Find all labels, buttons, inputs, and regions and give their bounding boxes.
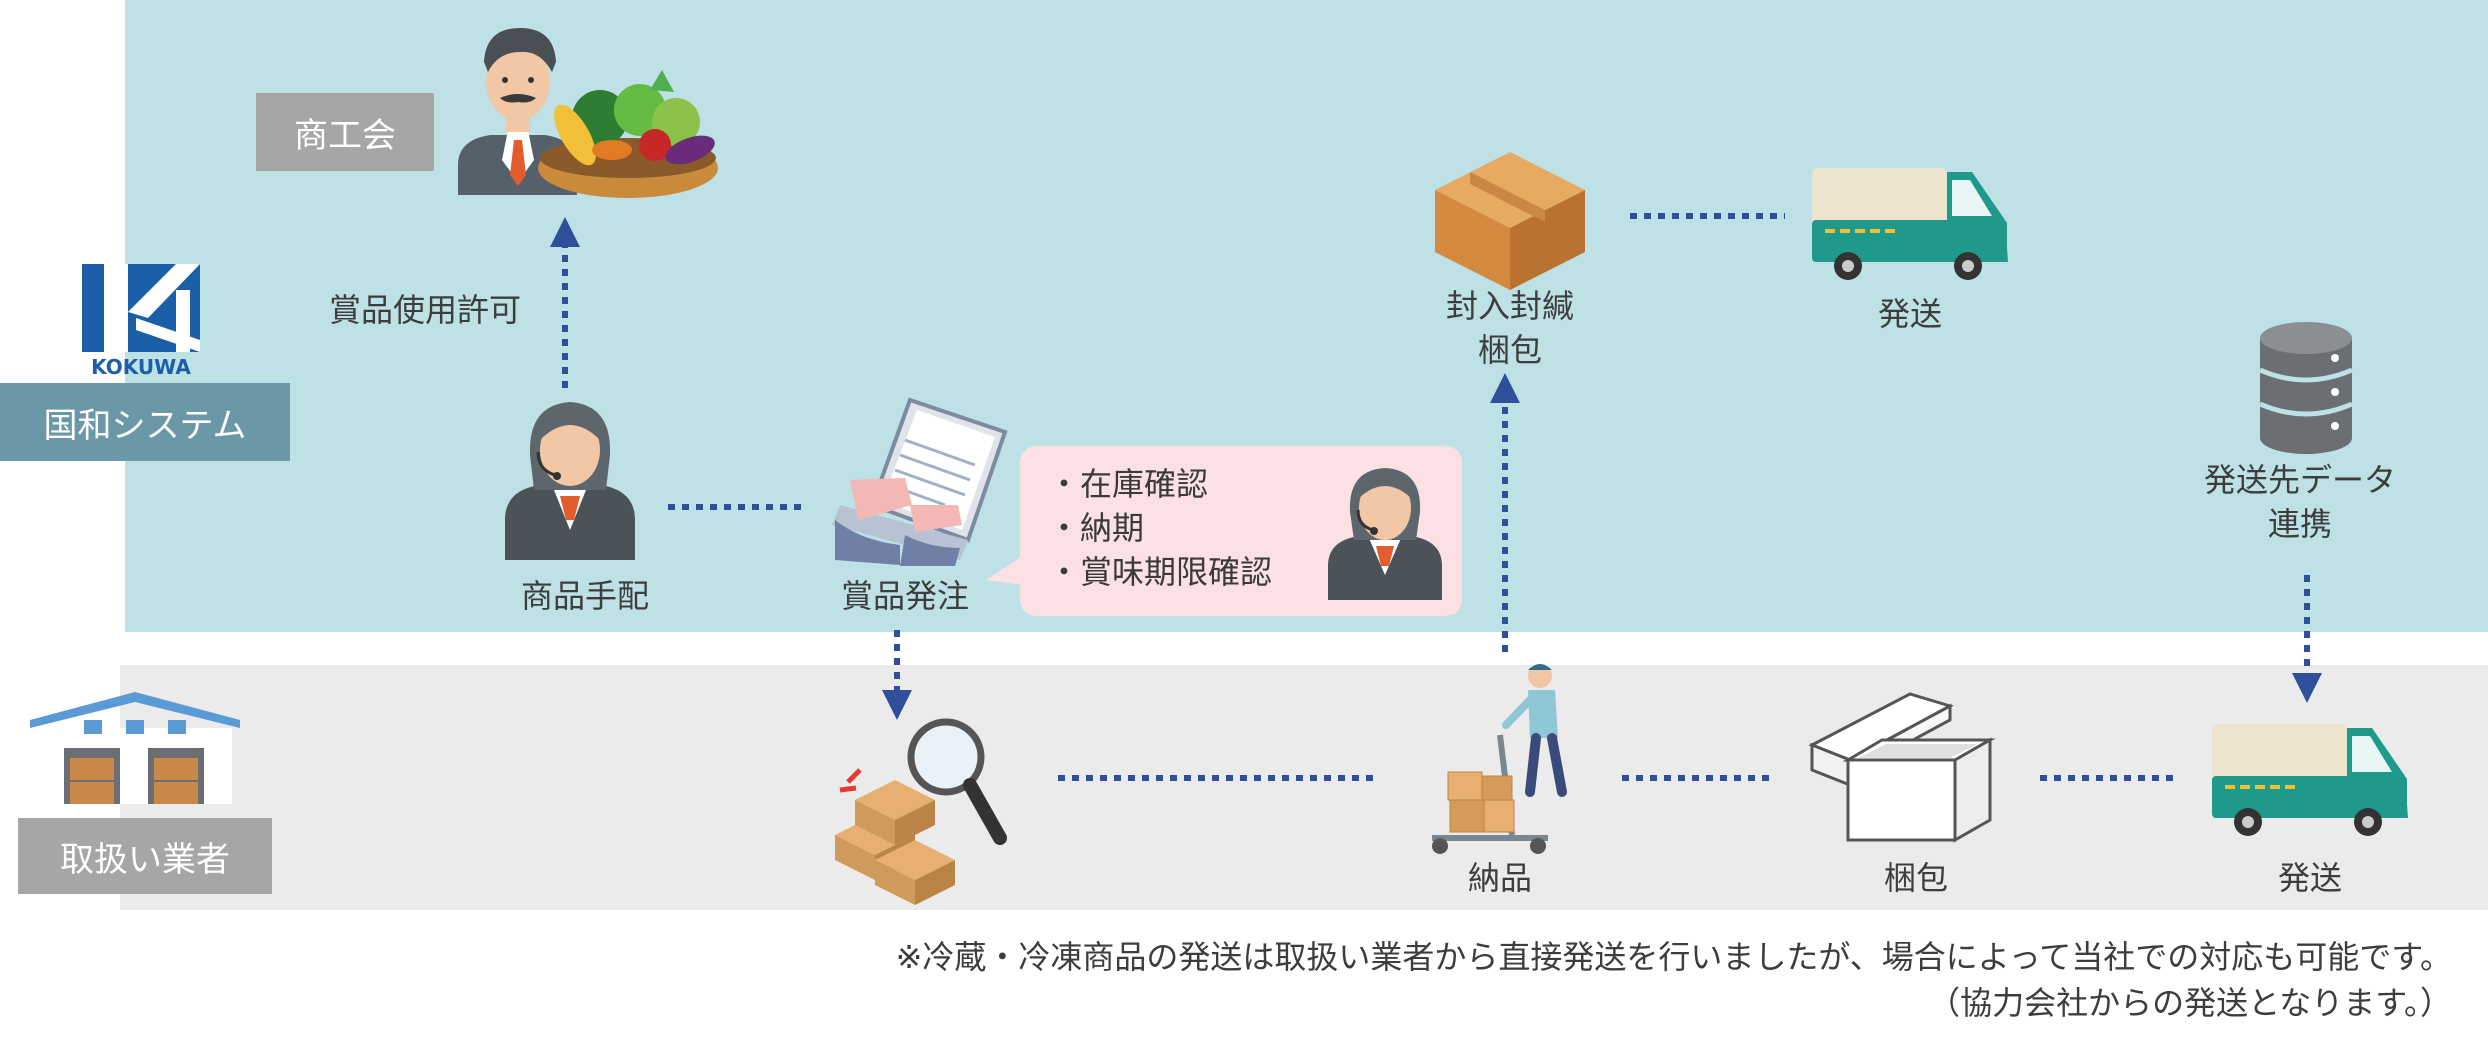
bubble-item-delivery-date: ・納期 <box>1048 509 1145 547</box>
merchant-with-vegetables-icon <box>458 28 718 198</box>
kokuwa-logo-text: KOKUWA <box>91 355 191 379</box>
warehouse-icon <box>30 692 240 804</box>
kokuwa-system-tag: 国和システム <box>0 383 290 461</box>
cardboard-box-icon <box>1435 152 1585 290</box>
ship-bottom-label: 発送 <box>2277 859 2342 897</box>
box-inspection-icon <box>835 718 1007 905</box>
vendor-tag: 取扱い業者 <box>18 818 272 894</box>
vendor-zone <box>120 665 2488 910</box>
ship-top-label: 発送 <box>1877 295 1942 333</box>
ship-data-link-label: 発送先データ 連携 <box>2203 461 2396 543</box>
footnote-line-2: （協力会社からの発送となります。） <box>1928 984 2452 1022</box>
hand-truck-worker-icon <box>1432 664 1567 854</box>
prize-order-label: 賞品発注 <box>840 577 969 615</box>
sealing-packing-label: 封入封緘 梱包 <box>1445 287 1574 369</box>
operator-bubble-icon <box>1328 468 1442 600</box>
bubble-item-stock: ・在庫確認 <box>1048 465 1209 503</box>
kokuwa-logo: KOKUWA <box>82 264 200 379</box>
delivery-label: 納品 <box>1467 859 1532 897</box>
prize-permission-label: 賞品使用許可 <box>328 291 521 329</box>
database-icon <box>2259 322 2353 454</box>
delivery-van-bottom-icon <box>2212 724 2408 836</box>
shokokai-tag: 商工会 <box>256 93 434 171</box>
bubble-tail <box>986 556 1030 586</box>
bubble-item-expiry: ・賞味期限確認 <box>1048 553 1273 591</box>
operator-headset-icon <box>505 402 635 560</box>
cooler-box-icon <box>1808 692 1996 843</box>
product-arrangement-label: 商品手配 <box>520 577 649 615</box>
delivery-van-icon <box>1812 168 2008 280</box>
laptop-typing-icon <box>832 397 1008 566</box>
packing-bottom-label: 梱包 <box>1883 859 1948 897</box>
footnote-line-1: ※冷蔵・冷凍商品の発送は取扱い業者から直接発送を行いましたが、場合によって当社で… <box>895 938 2452 976</box>
